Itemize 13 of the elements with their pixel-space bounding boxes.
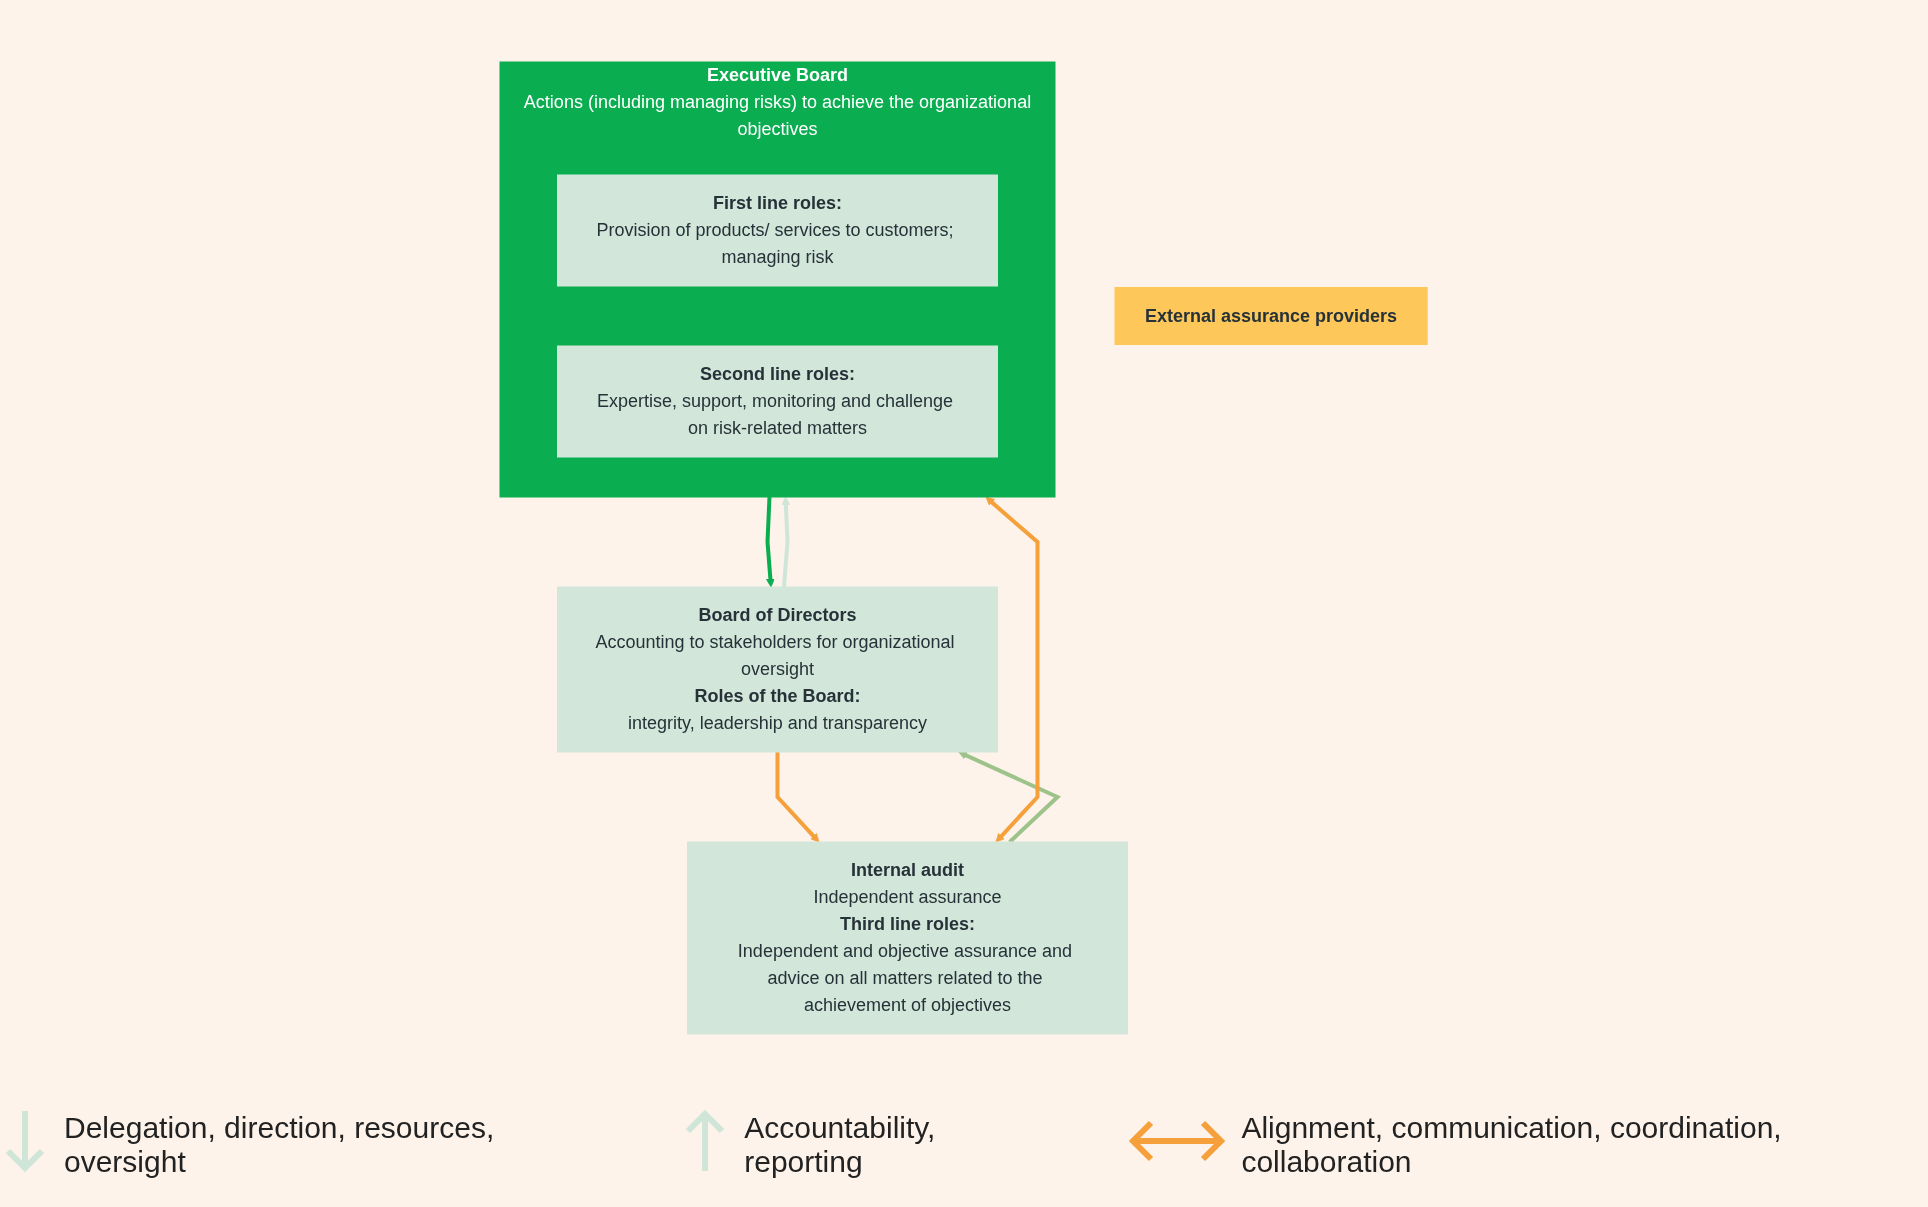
node-box: Board of Directors Accounting to stakeholders for organizational oversight Roles of the Board: integrity, leadership and transparency [557,586,999,753]
arrow [986,496,1040,843]
arrow [781,496,791,588]
node-box: Second line roles: Expertise, support, monitoring and challenge on risk-related matters [557,345,999,458]
arrow [765,496,776,588]
arrow [775,752,820,843]
node-box: First line roles: Provision of products/ services to customers; managing risk [557,174,999,287]
legend-text: Alignment, communication, coordination, collaboration [1241,1110,1783,1179]
legend-text: Accountability, reporting [744,1110,937,1179]
node-box: External assurance providers [1114,287,1429,345]
legend-text: Delegation, direction, resources, oversight [64,1110,496,1179]
node-box: Internal audit Independent assurance Third line roles: Independent and objective assurance and advice on all matters related to the achievement of objectives [687,841,1129,1035]
arrow [958,751,1062,844]
